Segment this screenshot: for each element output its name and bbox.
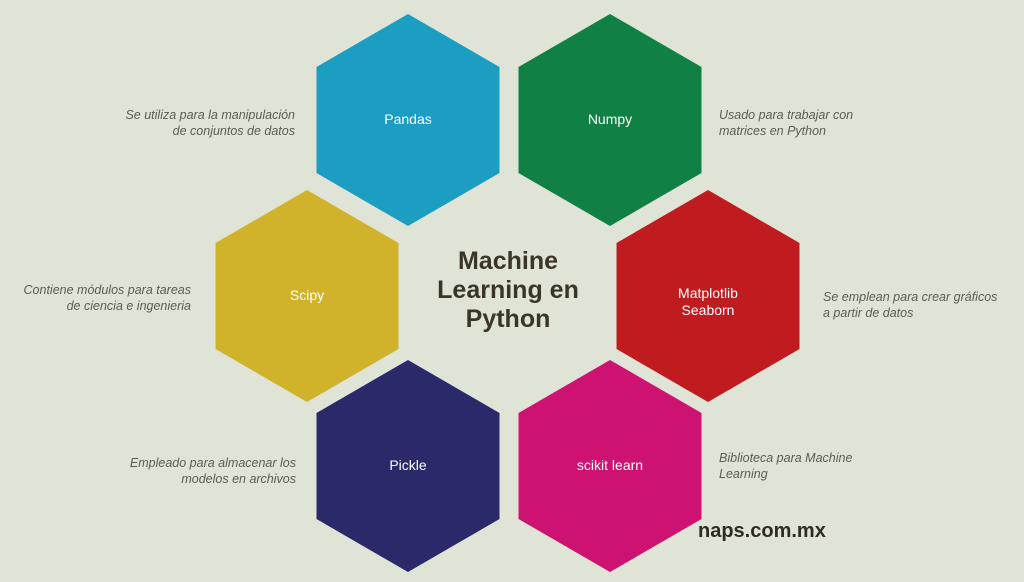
brand-watermark: naps.com.mx: [698, 520, 826, 542]
description-line: Se emplean para crear gráficos: [823, 290, 998, 304]
description-matplotlib-seaborn: Se emplean para crear gráficos a partir …: [823, 289, 997, 321]
label-line: Seaborn: [681, 302, 735, 318]
hexagon-scipy: [215, 190, 399, 402]
hexagon-numpy: [518, 14, 702, 226]
hexagon-matplotlib-seaborn: [616, 190, 800, 402]
hexagon-scikit-learn: [518, 360, 702, 572]
hexagon-label-matplotlib-seaborn: Matplotlib Seaborn: [618, 285, 798, 319]
description-line: Usado para trabajar con: [719, 108, 854, 122]
hexagon-label-pandas: Pandas: [384, 111, 432, 127]
description-line: Learning: [719, 467, 768, 481]
description-pickle: Empleado para almacenar los modelos en a…: [130, 455, 296, 487]
hexagon-pandas: [316, 14, 500, 226]
description-line: Contiene módulos para tareas: [23, 283, 191, 297]
description-line: matrices en Python: [719, 124, 826, 138]
description-scipy: Contiene módulos para tareas de ciencia …: [24, 282, 191, 314]
title-line: Python: [465, 305, 551, 333]
description-line: modelos en archivos: [181, 472, 296, 486]
description-line: a partir de datos: [823, 306, 914, 320]
title-line: Machine: [457, 247, 559, 275]
hexagon-label-scikit-learn: scikit learn: [576, 457, 644, 473]
hexagon-label-pickle: Pickle: [389, 457, 427, 473]
hexagon-label-numpy: Numpy: [587, 111, 633, 127]
description-line: Empleado para almacenar los: [129, 456, 296, 470]
hexagon-pickle: [316, 360, 500, 572]
description-line: Se utiliza para la manipulación: [125, 108, 295, 122]
hexagon-label-scipy: Scipy: [289, 287, 325, 303]
description-line: de ciencia e ingenieria: [66, 299, 191, 313]
description-scikit-learn: Biblioteca para Machine Learning: [719, 450, 852, 482]
label-line: Matplotlib: [678, 285, 738, 301]
title-line: Learning en: [437, 276, 579, 304]
description-line: Biblioteca para Machine: [719, 451, 853, 465]
diagram-title: Machine Learning en Python: [398, 247, 618, 334]
description-numpy: Usado para trabajar con matrices en Pyth…: [719, 107, 853, 139]
description-pandas: Se utiliza para la manipulación de conju…: [125, 107, 295, 139]
description-line: de conjuntos de datos: [172, 124, 295, 138]
